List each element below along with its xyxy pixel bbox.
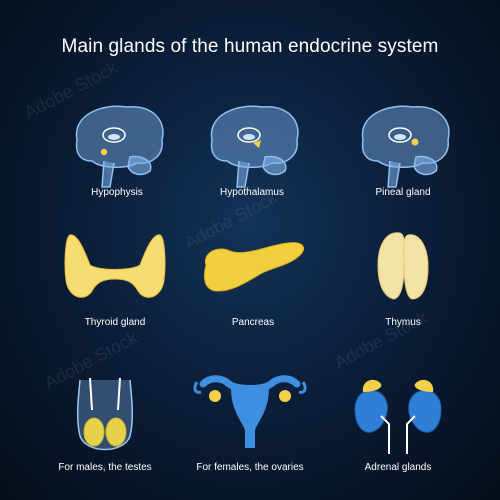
thyroid-icon [64,234,166,298]
gland-label: For males, the testes [58,462,152,473]
page-title: Main glands of the human endocrine syste… [61,36,439,57]
gland-pancreas: Pancreas [178,225,328,345]
gland-hypophysis: Hypophysis [42,95,192,215]
gland-label: Thymus [385,317,421,328]
gland-ovaries: For females, the ovaries [175,370,325,490]
gland-label: Adrenal glands [364,462,432,473]
gland-label: For females, the ovaries [196,462,304,473]
gland-hypothalamus: Hypothalamus [177,95,327,215]
thymus-icon [377,232,429,300]
brain-hypophysis-icon [75,105,164,188]
gland-label: Pancreas [231,317,275,328]
gland-adrenal: Adrenal glands [323,370,473,490]
gland-pineal: Pineal gland [328,95,478,215]
gland-label: Thyroid gland [84,317,146,328]
gland-label: Pineal gland [375,187,431,198]
gland-testes: For males, the testes [30,370,180,490]
adrenal-kidneys-icon [354,379,442,454]
brain-pineal-icon [361,105,450,188]
gland-thyroid: Thyroid gland [40,225,190,345]
testes-icon [76,377,134,451]
gland-label: Hypothalamus [220,187,284,198]
gland-thymus: Thymus [328,225,478,345]
ovaries-icon [193,375,307,448]
pancreas-icon [204,242,304,292]
brain-hypothalamus-icon [210,105,299,188]
gland-label: Hypophysis [91,187,143,198]
